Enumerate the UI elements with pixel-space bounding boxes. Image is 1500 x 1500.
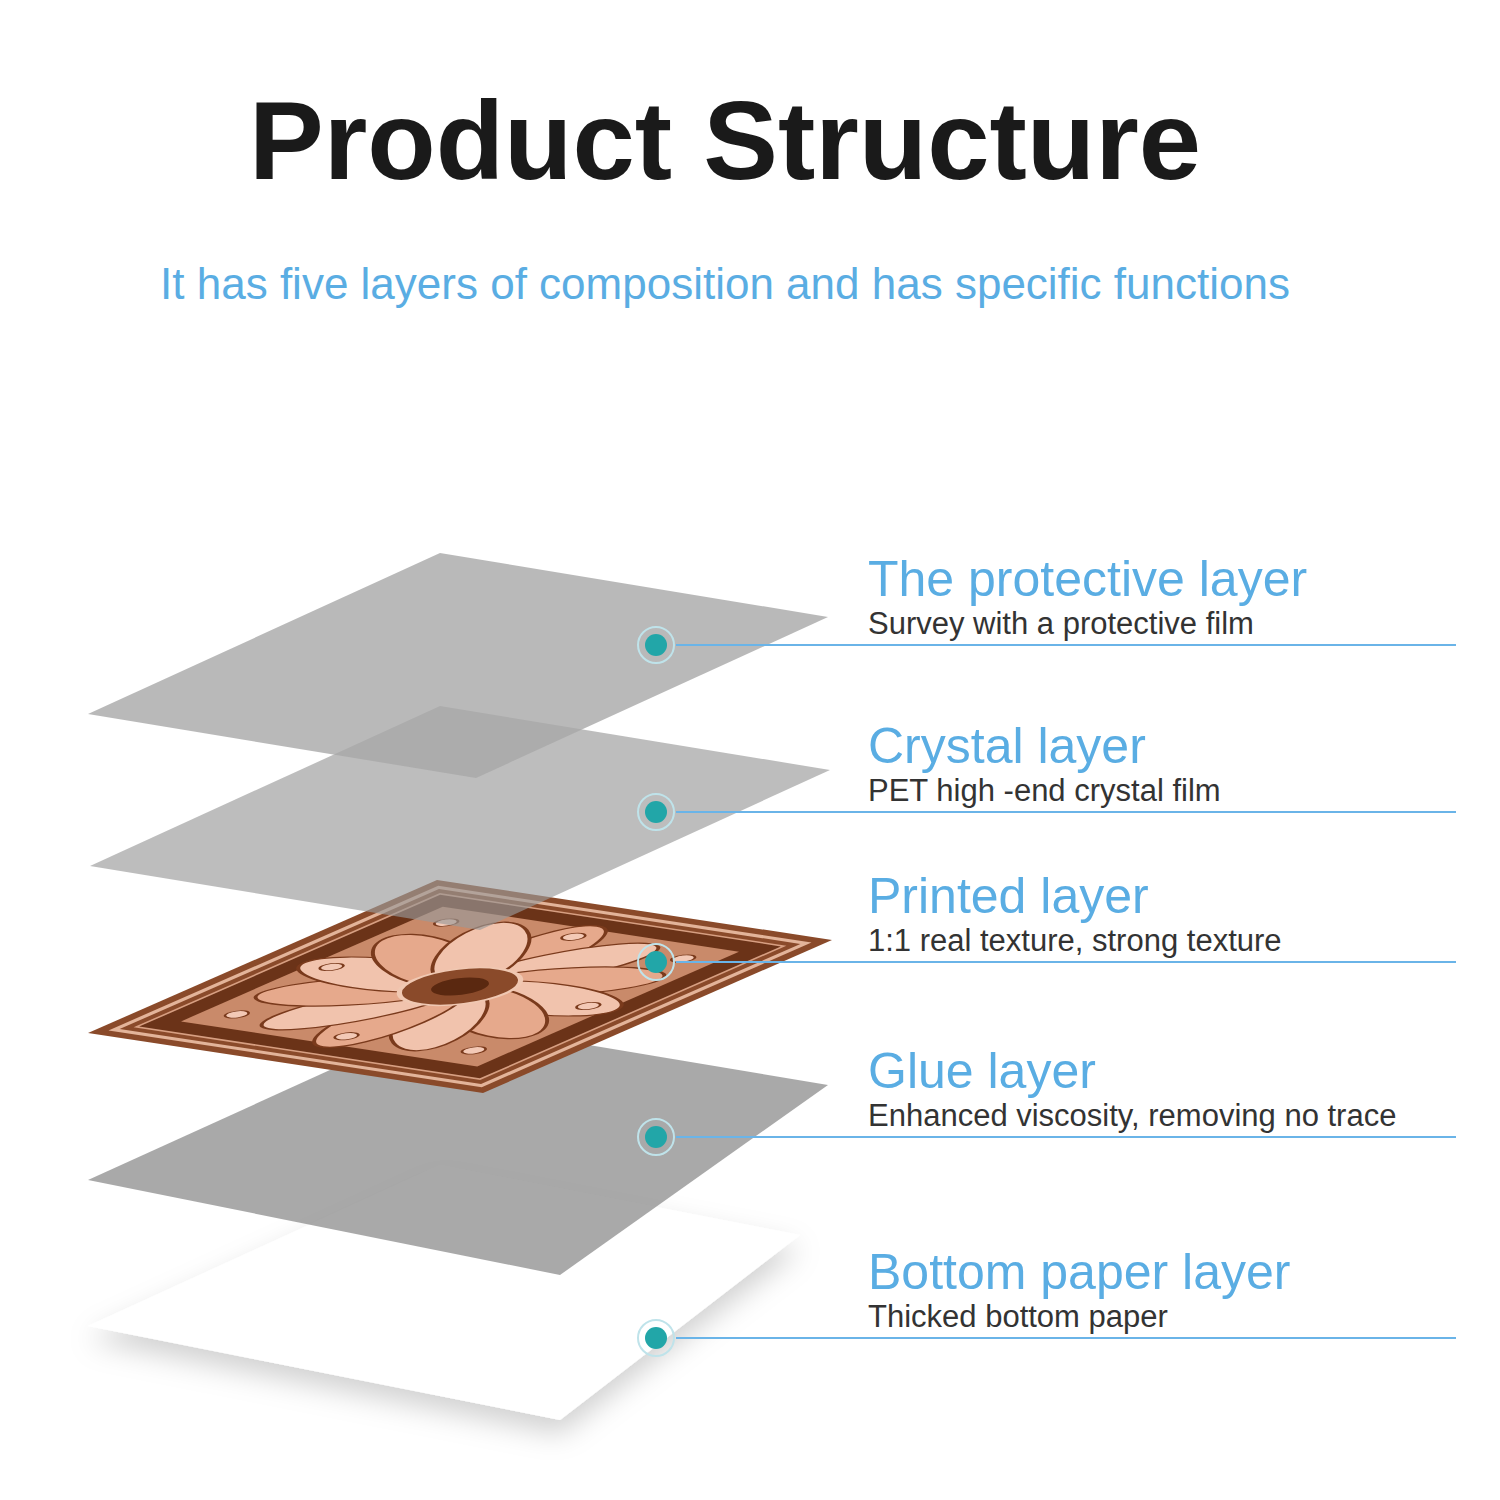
leader-ring bbox=[638, 627, 674, 663]
layer-name: Crystal layer bbox=[868, 718, 1146, 776]
leader-ring bbox=[638, 1119, 674, 1155]
leader-dot bbox=[645, 1327, 667, 1349]
layer-name: The protective layer bbox=[868, 551, 1307, 609]
leader-line bbox=[676, 811, 1456, 813]
layer-description: Enhanced viscosity, removing no trace bbox=[868, 1098, 1396, 1134]
leader-dot bbox=[645, 951, 667, 973]
leader-line bbox=[676, 1136, 1456, 1138]
layer-name: Printed layer bbox=[868, 868, 1149, 926]
layer-description: PET high -end crystal film bbox=[868, 773, 1221, 809]
leader-dot bbox=[645, 1126, 667, 1148]
leader-ring bbox=[638, 794, 674, 830]
leader-lines bbox=[638, 627, 1456, 1356]
leader-dot bbox=[645, 634, 667, 656]
leader-line bbox=[676, 1337, 1456, 1339]
layer-description: Survey with a protective film bbox=[868, 606, 1254, 642]
subtitle: It has five layers of composition and ha… bbox=[160, 259, 1290, 310]
leader-ring bbox=[638, 1320, 674, 1356]
protective-sheet bbox=[88, 553, 828, 778]
layer-description: Thicked bottom paper bbox=[868, 1299, 1168, 1335]
layer-description: 1:1 real texture, strong texture bbox=[868, 923, 1282, 959]
layer-name: Glue layer bbox=[868, 1043, 1096, 1101]
leader-ring bbox=[638, 944, 674, 980]
leader-line bbox=[676, 644, 1456, 646]
leader-dot bbox=[645, 801, 667, 823]
page-title: Product Structure bbox=[249, 76, 1201, 205]
layer-name: Bottom paper layer bbox=[868, 1244, 1290, 1302]
leader-line bbox=[676, 961, 1456, 963]
